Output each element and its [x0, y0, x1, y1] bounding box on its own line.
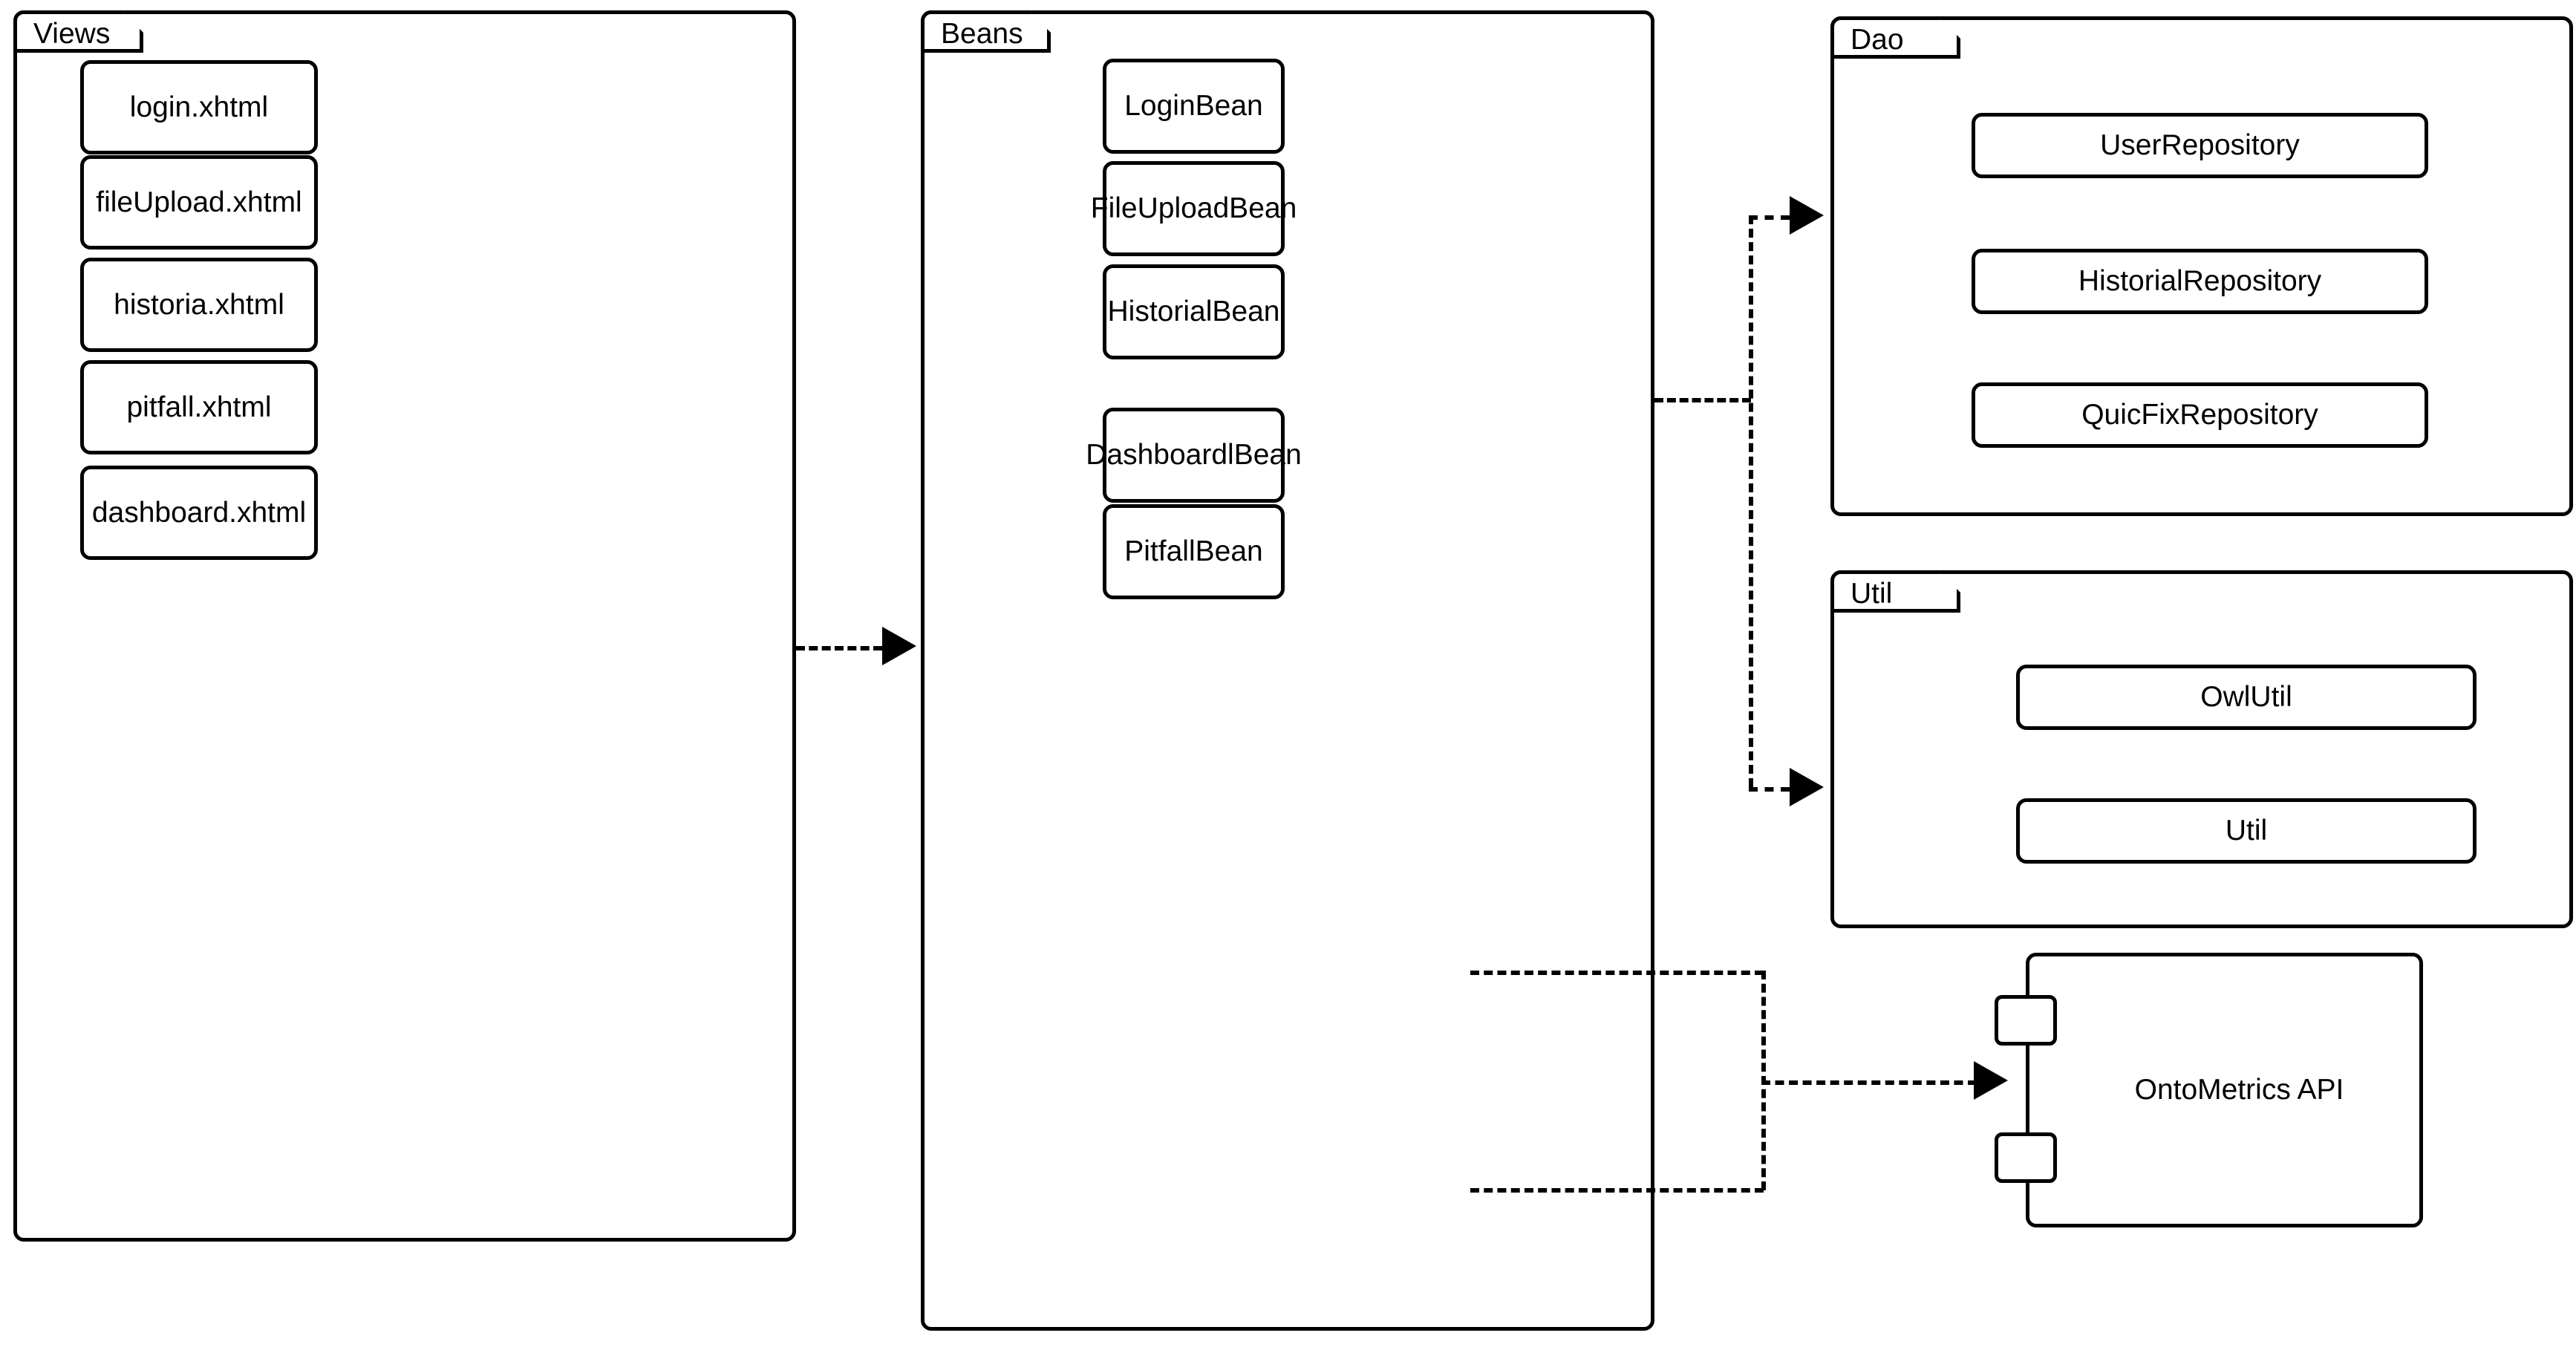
- node-pitfallbean[interactable]: PitfallBean: [1103, 504, 1285, 599]
- node-pitfall-xhtml[interactable]: pitfall.xhtml: [80, 360, 318, 454]
- connector-beans-to-util-arrow-icon: [1790, 768, 1824, 806]
- node-historialbean-label: HistorialBean: [1107, 296, 1280, 327]
- node-userrepository[interactable]: UserRepository: [1972, 113, 2428, 178]
- connector-beans-trunk-line: [1654, 398, 1751, 402]
- package-util-tab: [1830, 570, 1960, 613]
- package-dao[interactable]: Dao UserRepository HistorialRepository Q…: [1830, 16, 2573, 516]
- node-historialrepository[interactable]: HistorialRepository: [1972, 249, 2428, 314]
- connector-views-to-beans-arrow-icon: [882, 627, 916, 665]
- node-owlutil[interactable]: OwlUtil: [2016, 665, 2476, 730]
- node-historia-xhtml-label: historia.xhtml: [114, 288, 284, 321]
- node-historialrepository-label: HistorialRepository: [2078, 265, 2322, 297]
- connector-beans-to-util-line: [1749, 787, 1790, 792]
- node-dashboardlbean-label: DashboardlBean: [1086, 439, 1302, 471]
- node-fileupload-xhtml-label: fileUpload.xhtml: [96, 186, 302, 218]
- connector-beans-trunk-vertical: [1749, 215, 1753, 787]
- node-fileuploadbean-label: FileUploadBean: [1090, 192, 1297, 224]
- node-loginbean[interactable]: LoginBean: [1103, 59, 1285, 154]
- package-util-title: Util: [1851, 578, 1893, 610]
- package-beans[interactable]: Beans LoginBean FileUploadBean Historial…: [921, 10, 1654, 1331]
- connector-pitfallbean-line: [1470, 1188, 1764, 1193]
- node-owlutil-label: OwlUtil: [2200, 681, 2292, 713]
- node-login-xhtml-label: login.xhtml: [129, 91, 269, 123]
- node-util-label: Util: [2225, 815, 2268, 847]
- connector-onto-approach-line: [1761, 1080, 1977, 1085]
- node-historia-xhtml[interactable]: historia.xhtml: [80, 258, 318, 352]
- package-views[interactable]: Views login.xhtml fileUpload.xhtml histo…: [13, 10, 796, 1242]
- node-dashboardlbean[interactable]: DashboardlBean: [1086, 408, 1302, 503]
- package-beans-title: Beans: [941, 18, 1023, 50]
- node-quicfixrepository-label: QuicFixRepository: [2081, 399, 2318, 431]
- node-loginbean-label: LoginBean: [1124, 90, 1263, 122]
- package-views-title: Views: [33, 18, 111, 50]
- node-fileuploadbean[interactable]: FileUploadBean: [1091, 161, 1297, 256]
- connector-views-to-beans-line: [796, 646, 882, 650]
- component-ontometrics-api[interactable]: OntoMetrics API: [2026, 953, 2423, 1227]
- node-quicfixrepository[interactable]: QuicFixRepository: [1972, 382, 2428, 448]
- connector-onto-arrow-icon: [1974, 1061, 2008, 1100]
- node-dashboard-xhtml[interactable]: dashboard.xhtml: [80, 466, 318, 560]
- node-pitfall-xhtml-label: pitfall.xhtml: [126, 391, 272, 423]
- node-dashboard-xhtml-label: dashboard.xhtml: [91, 496, 307, 529]
- connector-dashboardlbean-line: [1470, 971, 1764, 975]
- node-historialbean[interactable]: HistorialBean: [1103, 264, 1285, 359]
- node-pitfallbean-label: PitfallBean: [1124, 535, 1263, 567]
- node-login-xhtml[interactable]: login.xhtml: [80, 60, 318, 154]
- component-port-top-icon: [1995, 995, 2057, 1046]
- component-port-bottom-icon: [1995, 1132, 2057, 1183]
- connector-beans-to-dao-arrow-icon: [1790, 196, 1824, 235]
- package-util[interactable]: Util OwlUtil Util: [1830, 570, 2573, 928]
- component-ontometrics-api-label: OntoMetrics API: [2134, 1074, 2344, 1106]
- package-dao-title: Dao: [1851, 24, 1904, 56]
- node-userrepository-label: UserRepository: [2100, 129, 2300, 161]
- connector-beans-to-dao-line: [1749, 215, 1790, 220]
- node-fileupload-xhtml[interactable]: fileUpload.xhtml: [80, 155, 318, 250]
- node-util[interactable]: Util: [2016, 798, 2476, 864]
